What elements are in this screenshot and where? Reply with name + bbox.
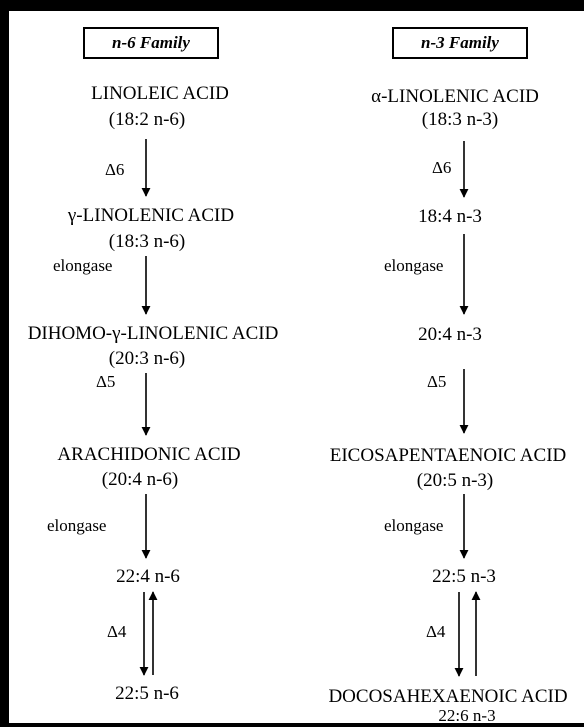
n6-delta6-enzyme: Δ6 — [105, 160, 125, 179]
n6-gamma-linolenic-acid-formula: (18:3 n-6) — [108, 231, 186, 252]
n3-elongase-enzyme-1: elongase — [384, 256, 444, 275]
n6-arachidonic-acid-formula: (20:4 n-6) — [101, 469, 179, 490]
n3-delta4-enzyme: Δ4 — [426, 622, 446, 641]
n3-alpha-linolenic-acid-name: α-LINOLENIC ACID — [371, 86, 539, 107]
n6-arachidonic-acid-name: ARACHIDONIC ACID — [57, 444, 241, 465]
n3-22-5-label: 22:5 n-3 — [432, 566, 496, 587]
n3-elongase-enzyme-2: elongase — [384, 516, 444, 535]
n6-22-4-label: 22:4 n-6 — [116, 566, 180, 587]
n6-linoleic-acid-formula: (18:2 n-6) — [108, 109, 186, 130]
n3-docosahexaenoic-acid-formula: 22:6 n-3 — [438, 706, 496, 725]
n6-elongase-enzyme-2: elongase — [47, 516, 107, 535]
n6-family-header: n-6 Family — [83, 27, 219, 59]
n6-delta4-enzyme: Δ4 — [107, 622, 127, 641]
n6-dihomo-gamma-linolenic-acid-formula: (20:3 n-6) — [108, 348, 186, 369]
n6-dihomo-gamma-linolenic-acid-name: DIHOMO-γ-LINOLENIC ACID — [27, 323, 279, 344]
n6-linoleic-acid-name: LINOLEIC ACID — [91, 83, 229, 104]
n6-gamma-linolenic-acid-name: γ-LINOLENIC ACID — [67, 205, 235, 226]
n6-22-5-label: 22:5 n-6 — [115, 683, 179, 704]
n6-elongase-enzyme-1: elongase — [53, 256, 113, 275]
n3-delta5-enzyme: Δ5 — [427, 372, 447, 391]
n3-docosahexaenoic-acid-name: DOCOSAHEXAENOIC ACID — [328, 686, 568, 707]
n3-18-4-label: 18:4 n-3 — [418, 206, 482, 227]
n3-family-header: n-3 Family — [392, 27, 528, 59]
n3-20-4-label: 20:4 n-3 — [418, 324, 482, 345]
n3-alpha-linolenic-acid-formula: (18:3 n-3) — [421, 109, 499, 130]
n3-eicosapentaenoic-acid-name: EICOSAPENTAENOIC ACID — [329, 445, 567, 466]
n3-delta6-enzyme: Δ6 — [432, 158, 452, 177]
n3-eicosapentaenoic-acid-formula: (20:5 n-3) — [416, 470, 494, 491]
n6-delta5-enzyme: Δ5 — [96, 372, 116, 391]
